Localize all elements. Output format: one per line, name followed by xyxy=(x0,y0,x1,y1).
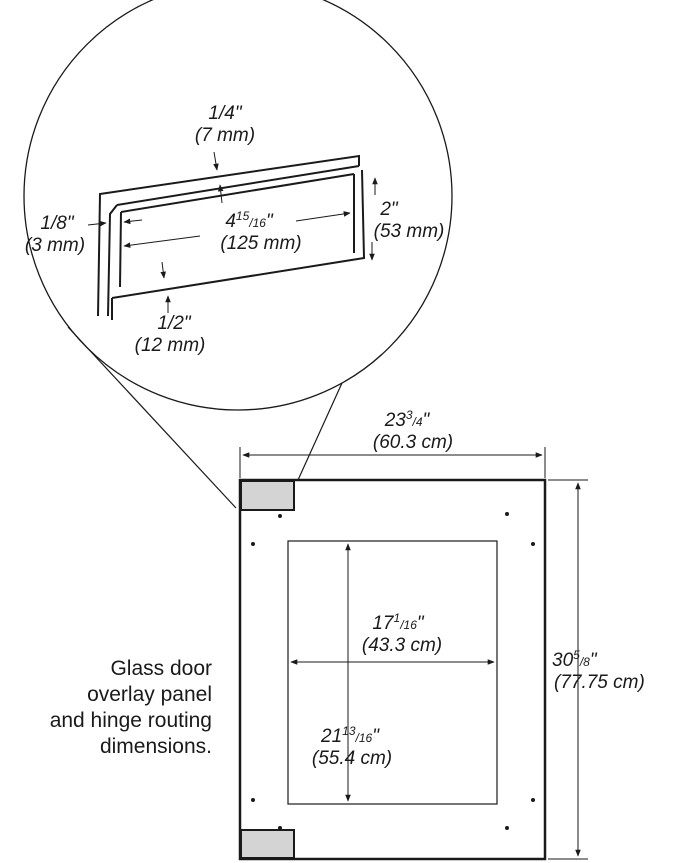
caption-line: Glass door xyxy=(110,657,212,680)
top-gap-label: 1/4" xyxy=(208,103,242,124)
side-gap-metric: (3 mm) xyxy=(25,235,85,256)
bottom-gap-metric: (12 mm) xyxy=(135,335,206,356)
caption-line: and hinge routing xyxy=(49,709,212,732)
magnifier-leader-right xyxy=(297,382,343,481)
hinge-cutout-drawing xyxy=(97,154,366,320)
panel-height-label: 305/8" xyxy=(552,648,598,671)
bottom-gap-arrow-upper xyxy=(160,261,166,279)
glass-opening xyxy=(287,540,498,805)
bottom-gap-label: 1/2" xyxy=(157,313,191,334)
hinge-cutout-bottom xyxy=(240,829,295,859)
detail-arrows xyxy=(87,151,378,313)
caption-line: dimensions. xyxy=(99,735,212,758)
screw-holes xyxy=(251,512,535,830)
top-gap-arrow-upper xyxy=(213,151,219,171)
hinge-length-metric: (125 mm) xyxy=(220,233,301,254)
magnifier-circle xyxy=(23,0,453,411)
caption-line: overlay panel xyxy=(87,683,212,706)
panel-width-label: 233/4" xyxy=(384,408,431,431)
hinge-height-metric: (53 mm) xyxy=(374,221,445,242)
top-gap-metric: (7 mm) xyxy=(195,125,255,146)
side-gap-label: 1/8" xyxy=(40,213,74,234)
figure-caption: Glass door overlay panel and hinge routi… xyxy=(0,656,212,760)
glass-width-label: 171/16" xyxy=(372,611,425,634)
hinge-length-label: 415/16" xyxy=(225,209,274,232)
glass-height-label: 2113/16" xyxy=(320,724,380,747)
overlay-panel: 233/4" (60.3 cm) 305/8" (77.75 cm) 171/1… xyxy=(238,408,645,861)
panel-height-metric: (77.75 cm) xyxy=(554,672,645,693)
hinge-height-label: 2" xyxy=(379,199,399,220)
magnifier-leader-left xyxy=(67,326,237,509)
side-gap-arrow-right xyxy=(123,218,143,225)
hinge-length-arrow-left xyxy=(123,235,201,248)
side-gap-arrow-left xyxy=(87,220,107,227)
glass-height-metric: (55.4 cm) xyxy=(312,748,392,769)
glass-width-metric: (43.3 cm) xyxy=(362,635,442,656)
hinge-length-arrow-right xyxy=(295,211,351,222)
panel-width-metric: (60.3 cm) xyxy=(373,432,453,453)
top-gap-arrow-lower xyxy=(217,184,224,204)
detail-magnifier: 1/4" (7 mm) 1/8" (3 mm) 415/16" (125 mm)… xyxy=(23,0,453,509)
hinge-cutout-top xyxy=(240,480,295,511)
